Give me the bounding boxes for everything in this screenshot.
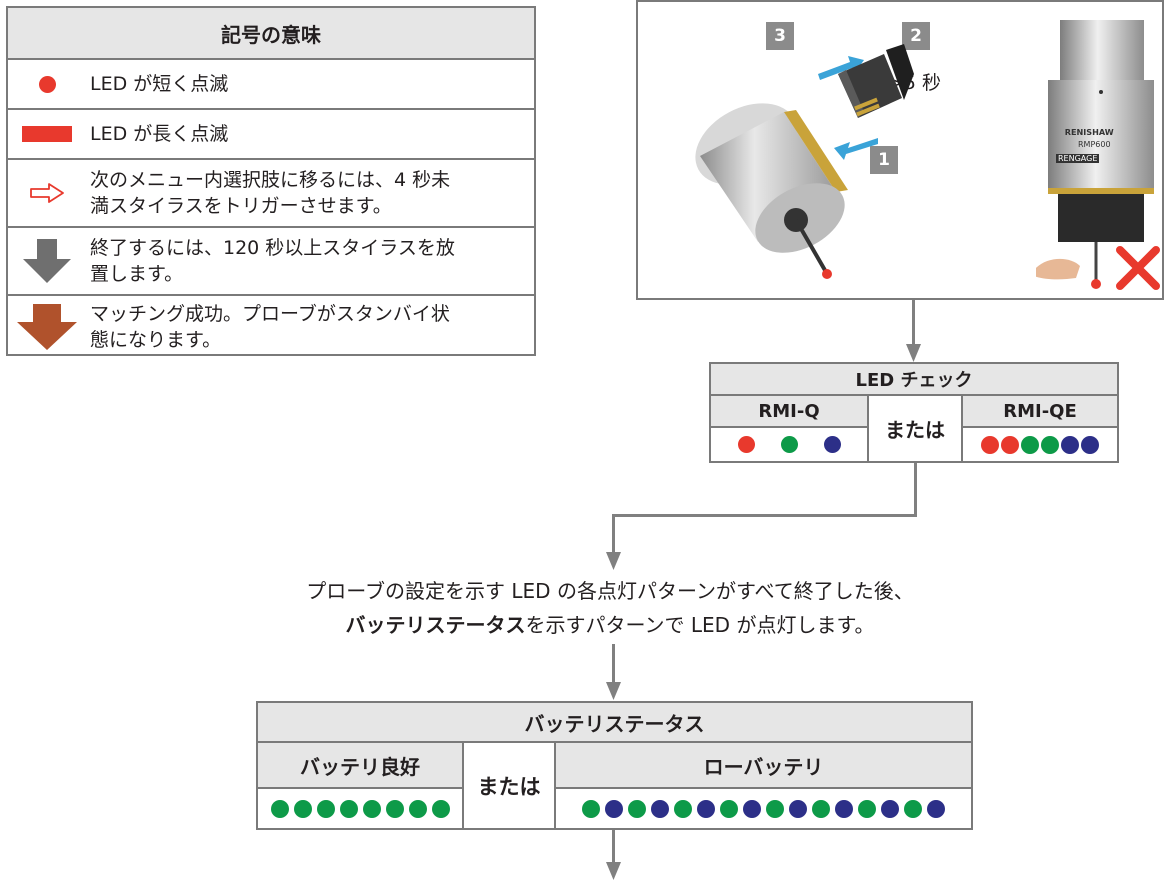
- down-arrowhead-icon: [606, 682, 621, 700]
- legend-row-next-option: 次のメニュー内選択肢に移るには、4 秒未 満スタイラスをトリガーさせます。: [8, 160, 534, 228]
- battery-good-header: バッテリ良好: [258, 743, 462, 789]
- low-battery-led-pattern: [554, 789, 971, 828]
- green-led-dot-icon: [293, 799, 312, 818]
- led-check-title: LED チェック: [711, 364, 1117, 396]
- blue-led-dot-icon: [835, 799, 853, 818]
- rmi-qe-led-pattern: [961, 428, 1117, 461]
- or-label: または: [867, 396, 961, 461]
- legend-row-short-flash: LED が短く点滅: [8, 60, 534, 110]
- rmi-qe-header: RMI-QE: [961, 396, 1117, 428]
- down-arrowhead-icon: [606, 862, 621, 880]
- remove-arrow-icon: [834, 138, 878, 160]
- connector-line: [612, 514, 615, 554]
- rmi-q-header: RMI-Q: [711, 396, 867, 428]
- probe-body-icon: [695, 103, 848, 279]
- hollow-right-arrow-icon: [30, 183, 64, 203]
- green-led-dot-icon: [812, 799, 830, 818]
- gray-down-arrow-icon: [23, 239, 71, 283]
- blue-led-dot-icon: [1061, 435, 1079, 454]
- green-led-dot-icon: [766, 799, 784, 818]
- legend-row-text-line: 態になります。: [90, 329, 222, 351]
- blue-led-dot-icon: [697, 799, 715, 818]
- green-led-dot-icon: [1041, 435, 1059, 454]
- or-label: または: [462, 743, 554, 828]
- battery-status-table: バッテリステータス バッテリ良好 または ローバッテリ: [256, 701, 973, 830]
- down-arrowhead-icon: [906, 344, 921, 362]
- connector-line: [612, 644, 615, 684]
- battery-good-led-pattern: [258, 789, 462, 828]
- green-led-dot-icon: [339, 799, 358, 818]
- green-led-dot-icon: [582, 799, 600, 818]
- legend-row-text: LED が長く点滅: [90, 123, 229, 145]
- legend-row-matching-success: マッチング成功。プローブがスタンバイ状 態になります。: [8, 296, 534, 358]
- blue-led-dot-icon: [651, 799, 669, 818]
- step-badge-2: 2: [902, 22, 930, 50]
- description-bold-term: バッテリステータス: [345, 613, 526, 637]
- blue-led-dot-icon: [927, 799, 945, 818]
- green-led-dot-icon: [385, 799, 404, 818]
- legend-row-long-flash: LED が長く点滅: [8, 110, 534, 160]
- blue-led-dot-icon: [823, 436, 841, 453]
- connector-line: [914, 463, 917, 517]
- legend-row-text-line: 次のメニュー内選択肢に移るには、4 秒未: [90, 169, 451, 191]
- long-flash-bar-icon: [22, 126, 72, 142]
- green-led-dot-icon: [674, 799, 692, 818]
- green-led-dot-icon: [316, 799, 335, 818]
- probe-illustration-panel: 3 2 1 >5 秒: [636, 0, 1164, 300]
- low-battery-header: ローバッテリ: [554, 743, 971, 789]
- rmi-q-led-pattern: [711, 428, 867, 461]
- legend-row-text-line: マッチング成功。プローブがスタンバイ状: [90, 303, 450, 325]
- green-led-dot-icon: [1021, 435, 1039, 454]
- step-badge-3: 3: [766, 22, 794, 50]
- blue-led-dot-icon: [881, 799, 899, 818]
- down-arrowhead-icon: [606, 552, 621, 570]
- red-led-dot-icon: [981, 435, 999, 454]
- battery-status-title: バッテリステータス: [258, 703, 971, 743]
- green-led-dot-icon: [858, 799, 876, 818]
- green-led-dot-icon: [780, 436, 798, 453]
- description-line-1: プローブの設定を示す LED の各点灯パターンがすべて終了した後、: [306, 579, 914, 603]
- legend-row-text: LED が短く点滅: [90, 73, 229, 95]
- right-probe-icon: [1036, 20, 1160, 290]
- led-check-table: LED チェック RMI-Q または RMI-QE: [709, 362, 1119, 463]
- probe-model-label: RMP600: [1078, 140, 1111, 149]
- probe-brand-label: RENISHAW: [1064, 128, 1114, 138]
- description-line-2: を示すパターンで LED が点灯します。: [525, 613, 875, 637]
- probe-sub-label: RENGAGE: [1056, 154, 1100, 163]
- legend-row-text-line: 終了するには、120 秒以上スタイラスを放: [90, 237, 455, 259]
- legend-row-text-line: 置します。: [90, 263, 184, 285]
- step-badge-1: 1: [870, 146, 898, 174]
- green-led-dot-icon: [904, 799, 922, 818]
- blue-led-dot-icon: [605, 799, 623, 818]
- red-led-dot-icon: [737, 436, 755, 453]
- connector-line: [912, 300, 915, 346]
- green-led-dot-icon: [628, 799, 646, 818]
- battery-status-description: プローブの設定を示す LED の各点灯パターンがすべて終了した後、 バッテリステ…: [150, 574, 1070, 642]
- connector-line: [612, 514, 917, 517]
- blue-led-dot-icon: [1081, 435, 1099, 454]
- connector-line: [612, 830, 615, 864]
- red-led-dot-icon: [1001, 435, 1019, 454]
- insert-arrow-icon: [818, 56, 864, 80]
- green-led-dot-icon: [720, 799, 738, 818]
- green-led-dot-icon: [431, 799, 450, 818]
- short-flash-dot-icon: [38, 75, 56, 93]
- blue-led-dot-icon: [743, 799, 761, 818]
- green-led-dot-icon: [408, 799, 427, 818]
- green-led-dot-icon: [270, 799, 289, 818]
- legend-table: 記号の意味 LED が短く点滅 LED が長く点滅 次のメニュー内選択肢に移るに…: [6, 6, 536, 356]
- battery-cartridge-icon: [838, 44, 914, 118]
- green-led-dot-icon: [362, 799, 381, 818]
- brown-down-arrow-icon: [17, 304, 77, 350]
- legend-title: 記号の意味: [8, 8, 534, 60]
- legend-row-exit: 終了するには、120 秒以上スタイラスを放 置します。: [8, 228, 534, 296]
- blue-led-dot-icon: [789, 799, 807, 818]
- legend-row-text-line: 満スタイラスをトリガーさせます。: [90, 195, 392, 217]
